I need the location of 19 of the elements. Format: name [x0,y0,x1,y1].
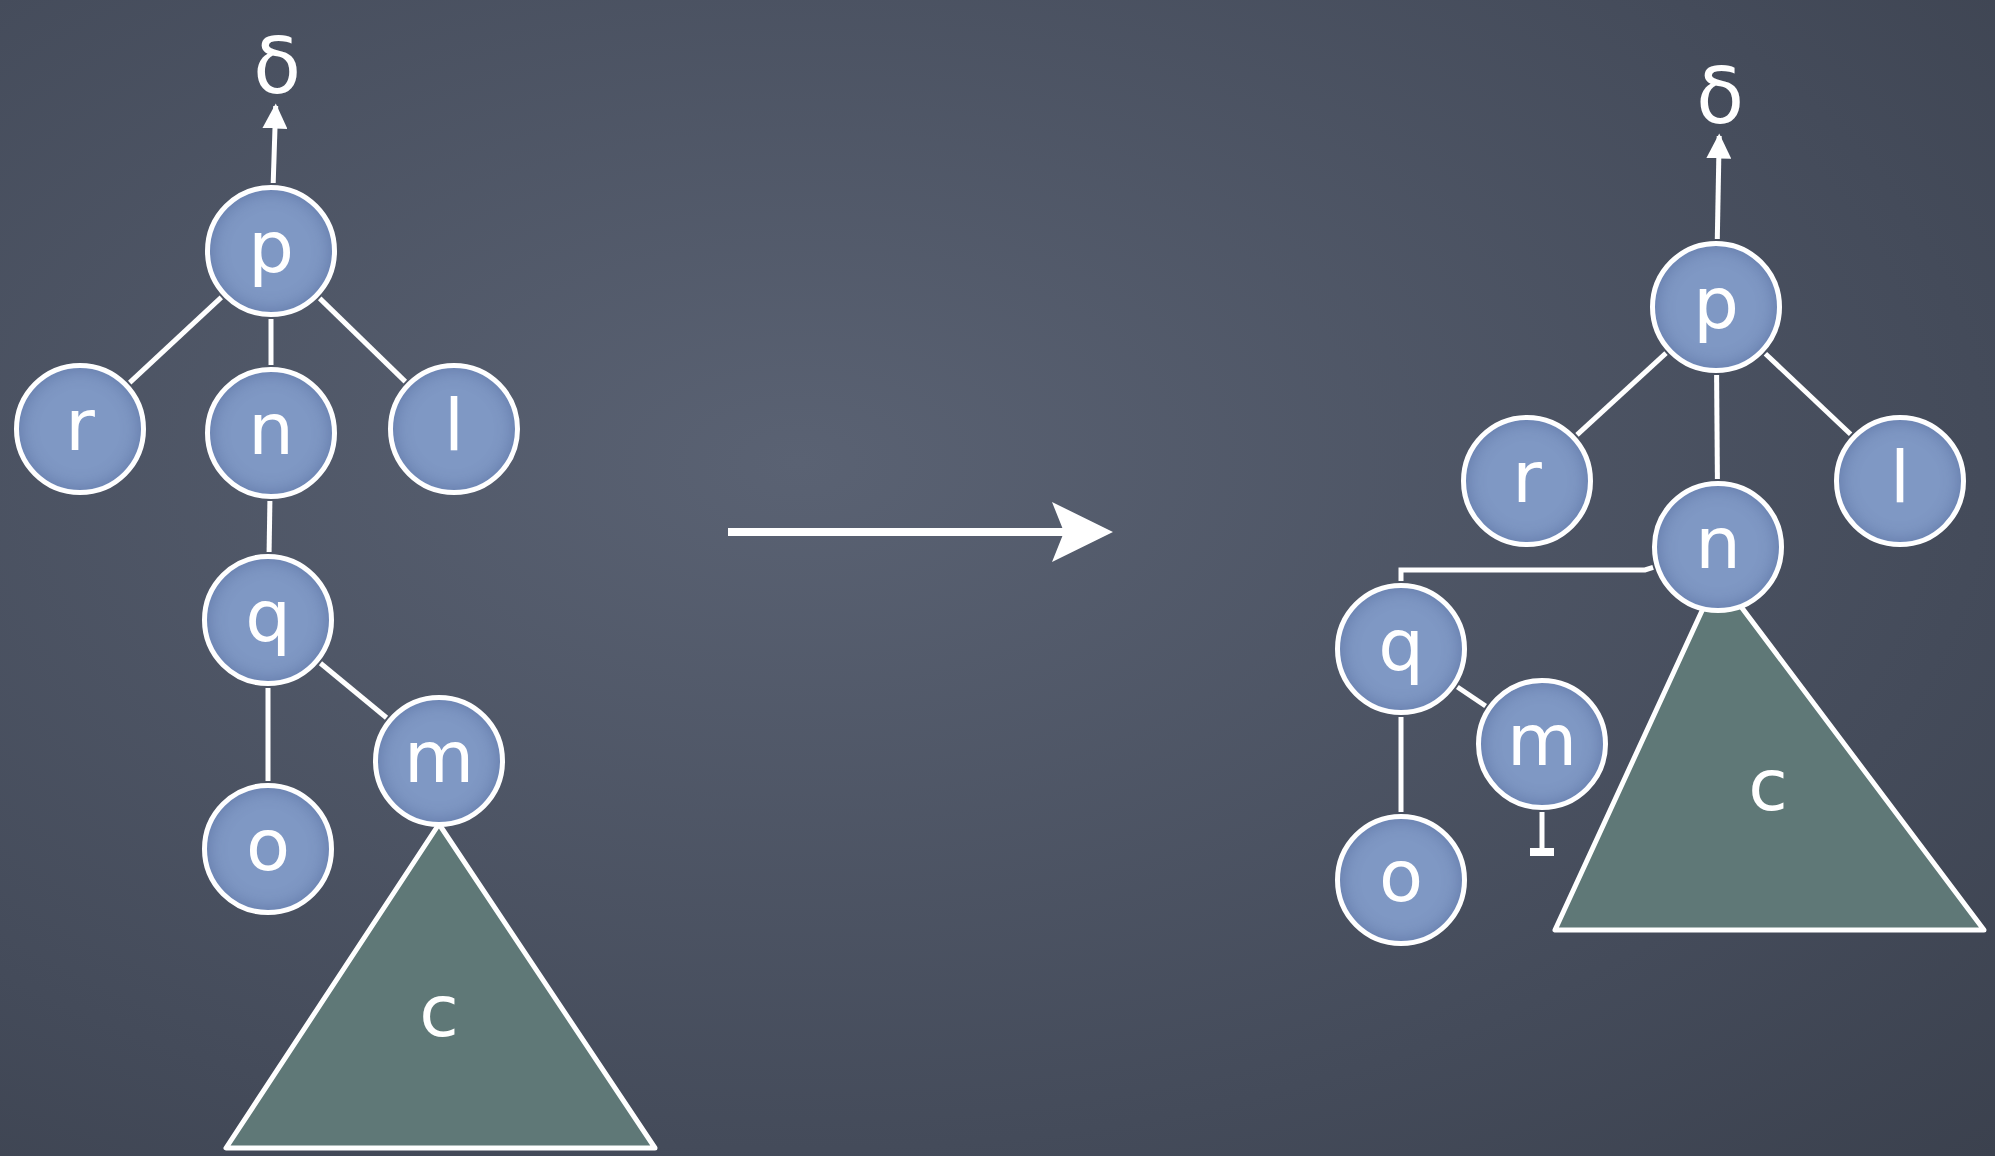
arrow [1706,133,1732,240]
connector-line [1398,565,1654,581]
connector-line [318,661,389,720]
connector-line [1714,375,1720,479]
subtree-label: c [1748,749,1788,821]
connector-line [317,296,408,384]
connector-line [1456,684,1487,709]
connector-line [265,688,271,781]
connector-line [1530,812,1554,856]
arrow [262,103,288,184]
connector-line [266,500,273,553]
connector-line [1763,351,1853,437]
subtree-label: c [419,975,459,1047]
connector-line [268,319,274,365]
connector-line [1575,351,1668,437]
connector-line [1398,717,1404,812]
delta-label: δ [253,27,301,105]
connector-line [128,295,223,385]
delta-label: δ [1696,57,1744,135]
